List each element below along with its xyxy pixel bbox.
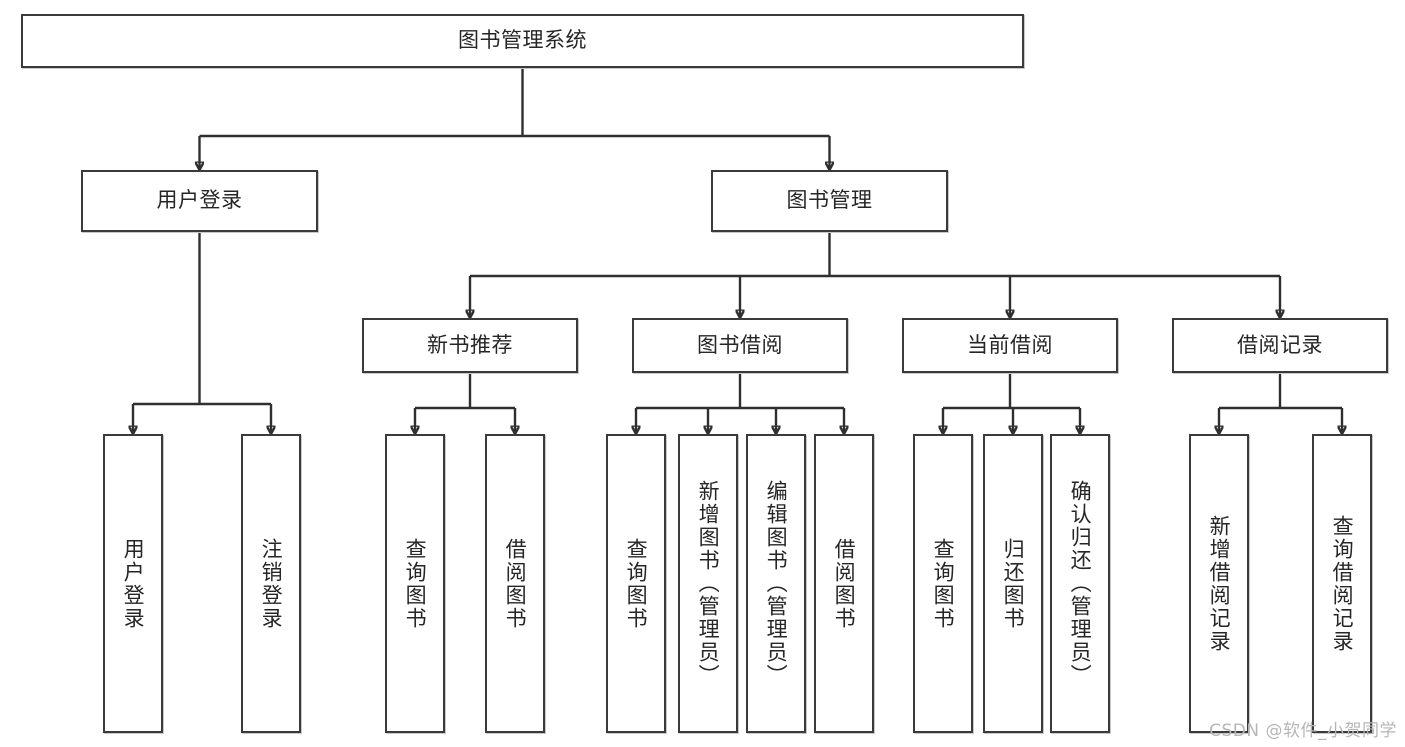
node-leaf-return-book[interactable]: 归还图书 (983, 434, 1043, 733)
watermark-label: CSDN @软件_小贺同学 (1209, 721, 1397, 741)
node-book-borrow[interactable]: 图书借阅 (632, 318, 848, 373)
node-label: 当前借阅 (967, 332, 1053, 357)
node-label: 图书管理 (786, 188, 873, 213)
edge-group (133, 68, 1342, 433)
node-label: 查询图书 (403, 537, 428, 630)
node-leaf-logout[interactable]: 注销登录 (241, 434, 301, 733)
node-leaf-query-record[interactable]: 查询借阅记录 (1312, 434, 1372, 733)
node-leaf-user-login[interactable]: 用户登录 (103, 434, 163, 733)
node-label: 归还图书 (1001, 537, 1026, 630)
node-label: 查询图书 (624, 537, 649, 630)
node-label: 用户登录 (156, 188, 243, 213)
node-leaf-edit-book[interactable]: 编辑图书（管理员） (746, 434, 806, 733)
node-label: 用户登录 (121, 537, 146, 630)
node-leaf-borrow-book-1[interactable]: 借阅图书 (485, 434, 545, 733)
node-label: 编辑图书（管理员） (764, 480, 789, 687)
node-book-manage[interactable]: 图书管理 (711, 170, 948, 232)
node-leaf-borrow-book-2[interactable]: 借阅图书 (814, 434, 874, 733)
node-leaf-query-book-3[interactable]: 查询图书 (913, 434, 973, 733)
node-label: 确认归还（管理员） (1068, 480, 1093, 687)
node-label: 新书推荐 (427, 332, 513, 357)
node-label: 注销登录 (259, 537, 284, 630)
node-leaf-query-book-1[interactable]: 查询图书 (385, 434, 445, 733)
node-leaf-add-record[interactable]: 新增借阅记录 (1189, 434, 1249, 733)
node-leaf-query-book-2[interactable]: 查询图书 (606, 434, 666, 733)
node-label: 查询图书 (931, 537, 956, 630)
node-label: 新增借阅记录 (1207, 514, 1232, 653)
node-leaf-add-book[interactable]: 新增图书（管理员） (678, 434, 738, 733)
node-borrow-record[interactable]: 借阅记录 (1172, 318, 1388, 373)
node-label: 借阅记录 (1237, 332, 1323, 357)
node-root[interactable]: 图书管理系统 (21, 14, 1024, 68)
node-user-login[interactable]: 用户登录 (81, 170, 318, 232)
node-new-book-rec[interactable]: 新书推荐 (362, 318, 578, 373)
node-label: 查询借阅记录 (1330, 514, 1355, 653)
node-label: 借阅图书 (503, 537, 528, 630)
node-label: 图书管理系统 (458, 28, 587, 53)
node-leaf-confirm-return[interactable]: 确认归还（管理员） (1050, 434, 1110, 733)
node-label: 借阅图书 (832, 537, 857, 630)
node-label: 图书借阅 (697, 332, 783, 357)
node-current-borrow[interactable]: 当前借阅 (902, 318, 1118, 373)
node-label: 新增图书（管理员） (696, 480, 721, 687)
